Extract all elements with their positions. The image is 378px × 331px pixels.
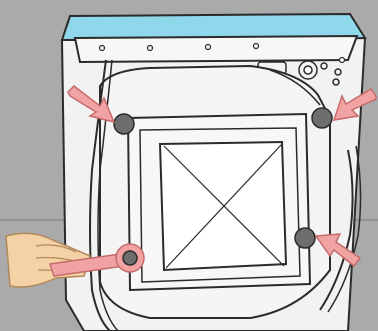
transit-bolt-icon	[114, 114, 134, 134]
rear-rail	[75, 36, 357, 62]
transit-bolt-icon	[312, 108, 332, 128]
transit-bolt-icon	[295, 228, 315, 248]
